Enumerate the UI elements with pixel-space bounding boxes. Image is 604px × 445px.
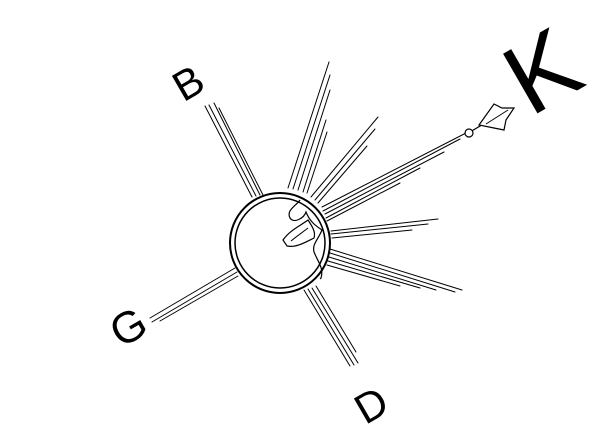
label-g: G	[101, 298, 155, 358]
arrow-icon	[465, 104, 514, 137]
label-d: D	[346, 377, 396, 433]
ray-upper-right	[311, 117, 378, 203]
label-b: B	[164, 56, 212, 111]
ray-g	[150, 268, 238, 322]
ray-right	[331, 219, 438, 238]
ray-b	[205, 103, 263, 197]
ray-k	[322, 133, 466, 221]
ray-upper	[288, 62, 330, 193]
globe-icon	[230, 193, 330, 293]
ray-d	[304, 286, 358, 366]
ray-lower-right	[327, 249, 462, 292]
